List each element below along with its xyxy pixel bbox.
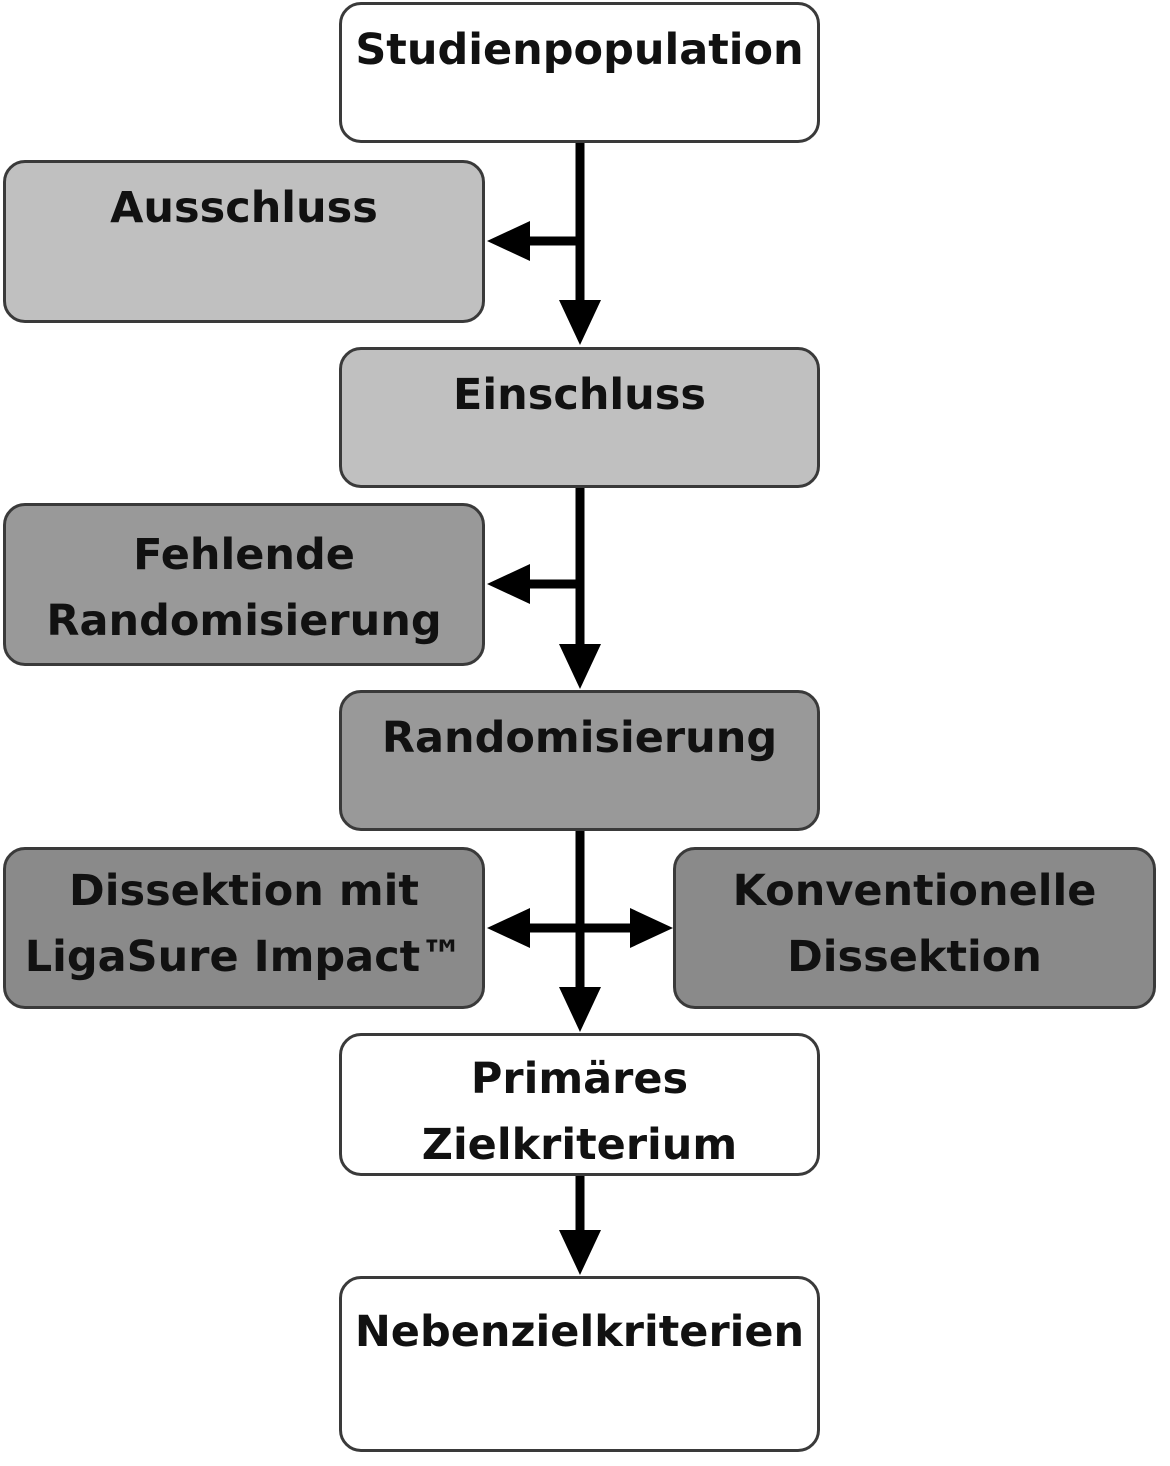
node-nebenzielkriterien: Nebenzielkriterien	[339, 1276, 820, 1452]
node-label: Randomisierung	[381, 713, 778, 763]
arrow-studienpopulation-einschluss-head	[559, 300, 601, 345]
arrow-dissektion-ligasure-head	[487, 908, 530, 948]
node-primaeres-zielkriterium: Primäres Zielkriterium	[339, 1033, 820, 1176]
node-label-line-1: Konventionelle	[732, 866, 1097, 916]
arrow-einschluss-randomisierung-head	[559, 644, 601, 689]
node-label: Studienpopulation	[355, 25, 804, 75]
node-konventionelle-dissektion: Konventionelle Dissektion	[673, 847, 1156, 1009]
arrow-randomisierung-primaer-head	[559, 987, 601, 1032]
node-label-line-2: Dissektion	[787, 932, 1042, 982]
node-einschluss: Einschluss	[339, 347, 820, 488]
node-label: Nebenzielkriterien	[354, 1307, 805, 1357]
node-label-line-1: Dissektion mit	[69, 866, 419, 916]
arrow-fehlende-randomisierung-head	[487, 564, 530, 604]
node-label-line-1: Primäres	[470, 1054, 689, 1104]
node-dissektion-ligasure: Dissektion mit LigaSure Impact™	[3, 847, 485, 1009]
arrow-primaer-nebenziel-head	[559, 1230, 601, 1275]
node-label: Einschluss	[453, 370, 706, 420]
arrow-ausschluss-head	[487, 221, 530, 261]
node-label-line-2: Randomisierung	[46, 596, 442, 646]
node-fehlende-randomisierung: Fehlende Randomisierung	[3, 503, 485, 666]
arrow-konventionelle-dissektion-head	[630, 908, 673, 948]
node-randomisierung: Randomisierung	[339, 690, 820, 831]
node-label-line-2: LigaSure Impact™	[24, 932, 464, 982]
node-label-line-2: Zielkriterium	[421, 1120, 738, 1170]
node-label-line-1: Fehlende	[133, 530, 355, 580]
node-label: Ausschluss	[110, 183, 378, 233]
node-ausschluss: Ausschluss	[3, 160, 485, 323]
node-studienpopulation: Studienpopulation	[339, 2, 820, 143]
